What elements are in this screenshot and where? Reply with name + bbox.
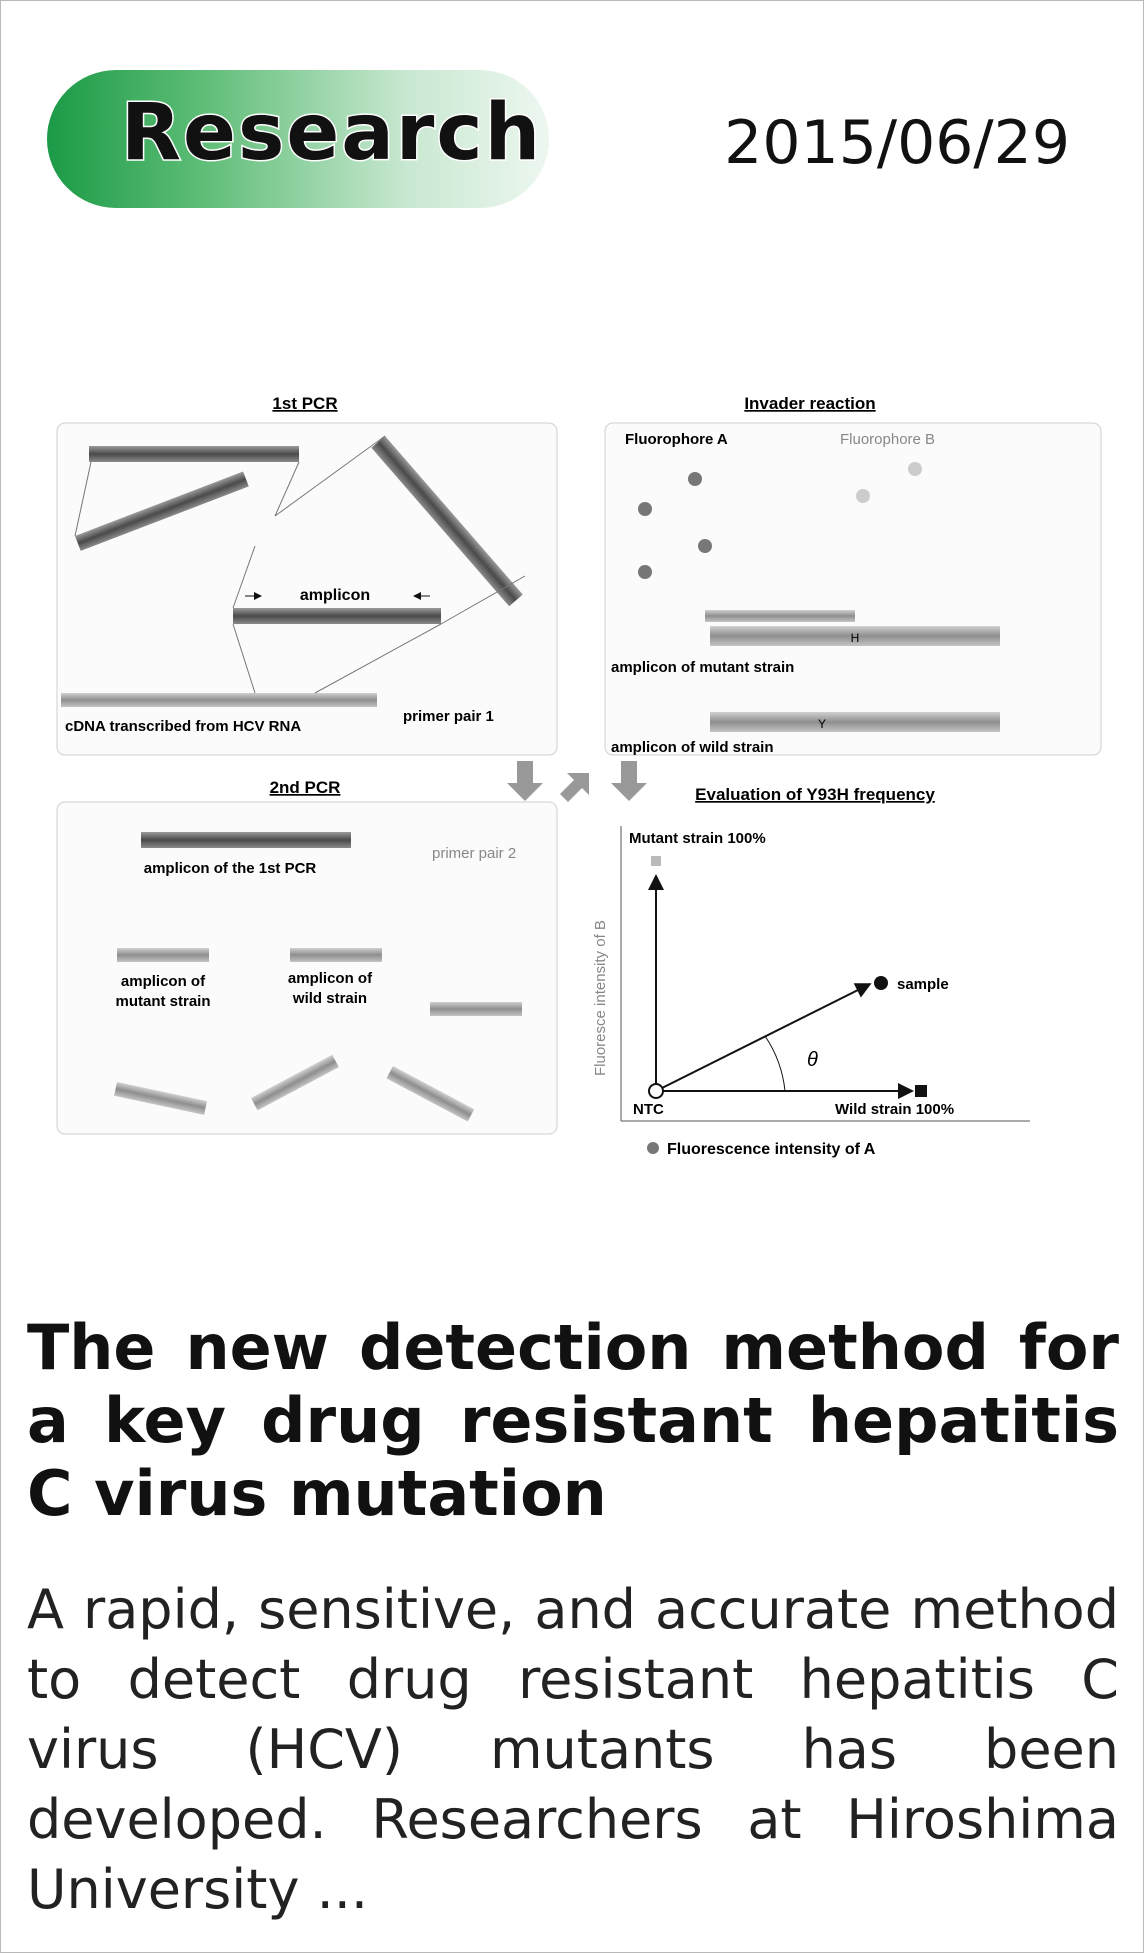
category-badge — [47, 70, 549, 208]
y-mark: Y — [818, 717, 826, 731]
mutant-bar — [117, 948, 209, 962]
wild-bar — [290, 948, 382, 962]
eval-theta-label: θ — [807, 1049, 818, 1071]
pcr2-mut-label-2: mutant strain — [115, 993, 210, 1010]
arrow-up-right-icon — [560, 773, 589, 802]
pcr1-primer-label: primer pair 1 — [403, 708, 494, 725]
dna-bar — [89, 446, 299, 462]
category-label: Research — [119, 88, 543, 178]
pcr2-mut-label-1: amplicon of — [121, 973, 206, 990]
link-line — [314, 623, 442, 694]
wild-bar — [386, 1066, 475, 1122]
dna-bar — [371, 435, 523, 607]
wild-marker — [915, 1085, 927, 1097]
eval-yaxis-label: Fluoresce intensity of B — [592, 920, 609, 1076]
pcr1-amplicon-label: amplicon — [300, 587, 370, 604]
amplicon-wild-label: amplicon of wild strain — [611, 739, 774, 756]
link-line — [232, 623, 256, 694]
pcr2-wild-label-1: amplicon of — [288, 970, 373, 987]
dna-bar — [75, 471, 249, 551]
link-line — [440, 575, 526, 625]
arrow-down-icon — [611, 761, 647, 801]
research-figure: 1st PCR amplicon cDNA transcribed from H… — [56, 394, 1102, 1158]
mutant-amplicon-bar — [710, 626, 1000, 646]
fluorophore-icon — [688, 472, 702, 486]
fluorophore-icon — [908, 462, 922, 476]
cdna-bar — [61, 693, 377, 707]
pcr2-wild-label-2: wild strain — [292, 990, 367, 1007]
fluorophore-icon — [698, 539, 712, 553]
ntc-point — [648, 1083, 664, 1099]
link-line — [74, 461, 92, 537]
wild-bar — [251, 1054, 339, 1111]
sample-point — [874, 976, 888, 990]
article-title[interactable]: The new detection method for a key drug … — [27, 1311, 1119, 1530]
h-mark: H — [851, 631, 860, 645]
publish-date: 2015/06/29 — [724, 108, 1070, 178]
wild-bar — [430, 1002, 522, 1016]
amplicon-bar — [233, 608, 441, 624]
link-line — [232, 545, 256, 609]
invader-title: Invader reaction — [744, 394, 875, 413]
fluorophore-icon — [638, 565, 652, 579]
pcr2-primer-label: primer pair 2 — [432, 845, 516, 862]
eval-mutant-label: Mutant strain 100% — [629, 830, 766, 847]
link-line — [274, 435, 386, 517]
pcr2-amp1-label: amplicon of the 1st PCR — [144, 860, 317, 877]
mutant-marker — [651, 856, 661, 866]
fluorophore-a-icon — [647, 1142, 659, 1154]
pcr1-title: 1st PCR — [272, 394, 337, 413]
wild-amplicon-bar — [710, 712, 1000, 732]
pcr2-panel — [56, 801, 558, 1135]
fluorophore-icon — [856, 489, 870, 503]
pcr1-cdna-label: cDNA transcribed from HCV RNA — [65, 718, 301, 735]
eval-wild-label: Wild strain 100% — [835, 1101, 954, 1118]
fluorophore-icon — [638, 502, 652, 516]
mutant-bar — [114, 1082, 207, 1115]
probe-bar — [705, 610, 855, 622]
invader-panel — [604, 422, 1102, 756]
eval-sample-label: sample — [897, 976, 949, 993]
pcr2-title: 2nd PCR — [270, 778, 341, 797]
sample-vector — [655, 983, 872, 1092]
eval-ntc-label: NTC — [633, 1101, 664, 1118]
theta-arc — [764, 1035, 786, 1092]
fluor-b-label: Fluorophore B — [840, 431, 935, 448]
article-excerpt: A rapid, sensitive, and accurate method … — [27, 1578, 1119, 1921]
eval-title: Evaluation of Y93H frequency — [695, 785, 935, 804]
amplicon-bar — [141, 832, 351, 848]
amplicon-mutant-label: amplicon of mutant strain — [611, 659, 794, 676]
eval-xaxis-label: Fluorescence intensity of A — [667, 1141, 876, 1158]
fluor-a-label: Fluorophore A — [625, 431, 728, 448]
arrow-down-icon — [507, 761, 543, 801]
link-line — [274, 461, 300, 517]
